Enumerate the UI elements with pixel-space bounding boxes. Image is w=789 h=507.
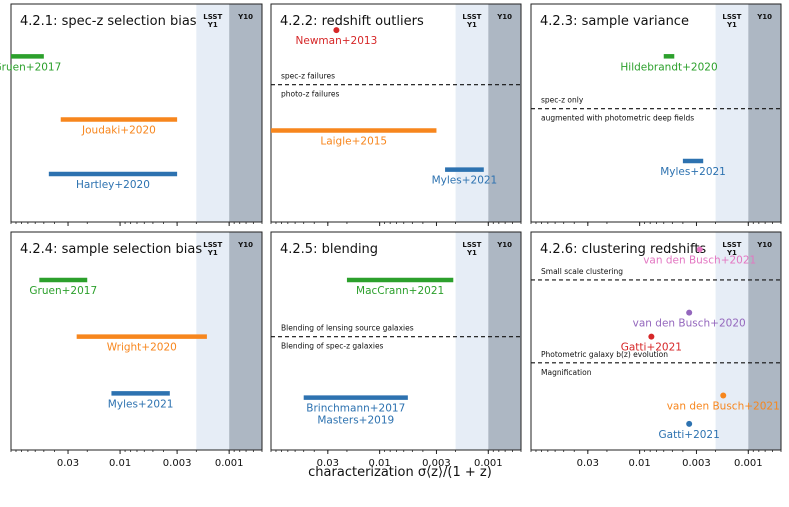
band-y10 xyxy=(748,4,781,222)
band-label: Y10 xyxy=(756,241,772,249)
entry-label: Gruen+2017 xyxy=(0,61,61,73)
divider-label-below: Magnification xyxy=(541,368,592,377)
entry-label: Hartley+2020 xyxy=(76,179,150,191)
divider-label-below: augmented with photometric deep fields xyxy=(541,114,694,123)
tick-label: 0.01 xyxy=(369,458,391,469)
panel-frame xyxy=(530,231,782,451)
panel-frame xyxy=(10,231,263,451)
entry-label: Laigle+2015 xyxy=(320,135,387,147)
tick-label: 0.001 xyxy=(474,458,503,469)
tick-label: 0.001 xyxy=(215,458,244,469)
entry-label: Gatti+2021 xyxy=(659,429,720,441)
band-lsst-y1 xyxy=(715,4,749,222)
divider-label-above: Small scale clustering xyxy=(541,267,623,276)
entry-label: Hildebrandt+2020 xyxy=(620,61,717,73)
tick-label: 0.01 xyxy=(629,458,651,469)
entry-label: Myles+2021 xyxy=(432,175,498,187)
point-marker xyxy=(333,27,340,34)
band-y10 xyxy=(229,232,262,450)
band-lsst-y1 xyxy=(196,232,230,450)
band-lsst-y1 xyxy=(455,232,489,450)
point-marker xyxy=(686,309,693,316)
band-y10 xyxy=(488,4,521,222)
panel-title: 4.2.1: spec-z selection bias xyxy=(20,14,197,29)
panel-frame xyxy=(530,3,782,223)
panel-title: 4.2.4: sample selection bias xyxy=(20,242,202,257)
band-y10 xyxy=(488,232,521,450)
band-y10 xyxy=(748,232,781,450)
entry-label: MacCrann+2021 xyxy=(356,285,444,297)
divider-label-below: photo-z failures xyxy=(281,90,339,99)
tick-label: 0.03 xyxy=(317,458,339,469)
entry-label: van den Busch+2021 xyxy=(667,401,780,413)
panel-frame xyxy=(10,3,263,223)
tick-label: 0.01 xyxy=(109,458,131,469)
divider-label-above: Photometric galaxy b(z) evolution xyxy=(541,350,668,359)
panel-frame xyxy=(270,231,522,451)
entry-label: Gatti+2021 xyxy=(621,342,682,354)
band-lsst-y1 xyxy=(196,4,230,222)
band-lsst-y1 xyxy=(715,232,749,450)
tick-label: 0.001 xyxy=(734,458,763,469)
tick-label: 0.003 xyxy=(163,458,192,469)
point-marker xyxy=(648,333,655,340)
entry-label: Joudaki+2020 xyxy=(81,125,156,137)
band-label: Y10 xyxy=(237,13,253,21)
tick-label: 0.03 xyxy=(57,458,79,469)
divider-label-above: spec-z only xyxy=(541,96,584,105)
point-marker xyxy=(720,392,727,399)
panel-frame xyxy=(270,3,522,223)
divider-label-below: Blending of spec-z galaxies xyxy=(281,342,384,351)
tick-label: 0.003 xyxy=(682,458,711,469)
panel-title: 4.2.3: sample variance xyxy=(540,14,689,29)
entry-label: Myles+2021 xyxy=(108,398,174,410)
band-label: Y10 xyxy=(496,13,512,21)
point-marker xyxy=(686,420,693,427)
band-y10 xyxy=(229,4,262,222)
entry-label: Newman+2013 xyxy=(296,35,378,47)
entry-label: Wright+2020 xyxy=(107,342,177,354)
entry-label: van den Busch+2021 xyxy=(643,254,756,266)
panel-title: 4.2.6: clustering redshifts xyxy=(540,242,706,257)
panel-title: 4.2.2: redshift outliers xyxy=(280,14,424,29)
band-label: Y10 xyxy=(496,241,512,249)
divider-label-above: Blending of lensing source galaxies xyxy=(281,324,414,333)
tick-label: 0.03 xyxy=(577,458,599,469)
entry-label: van den Busch+2020 xyxy=(633,318,746,330)
band-label: Y10 xyxy=(237,241,253,249)
band-lsst-y1 xyxy=(455,4,489,222)
x-axis-label: characterization σ⟨z⟩/(1 + z) xyxy=(308,465,492,480)
entry-label: Gruen+2017 xyxy=(29,285,97,297)
band-label: Y10 xyxy=(756,13,772,21)
tick-label: 0.003 xyxy=(422,458,451,469)
entry-label: Myles+2021 xyxy=(660,166,726,178)
point-marker xyxy=(696,246,703,253)
divider-label-above: spec-z failures xyxy=(281,72,335,81)
panel-title: 4.2.5: blending xyxy=(280,242,378,257)
